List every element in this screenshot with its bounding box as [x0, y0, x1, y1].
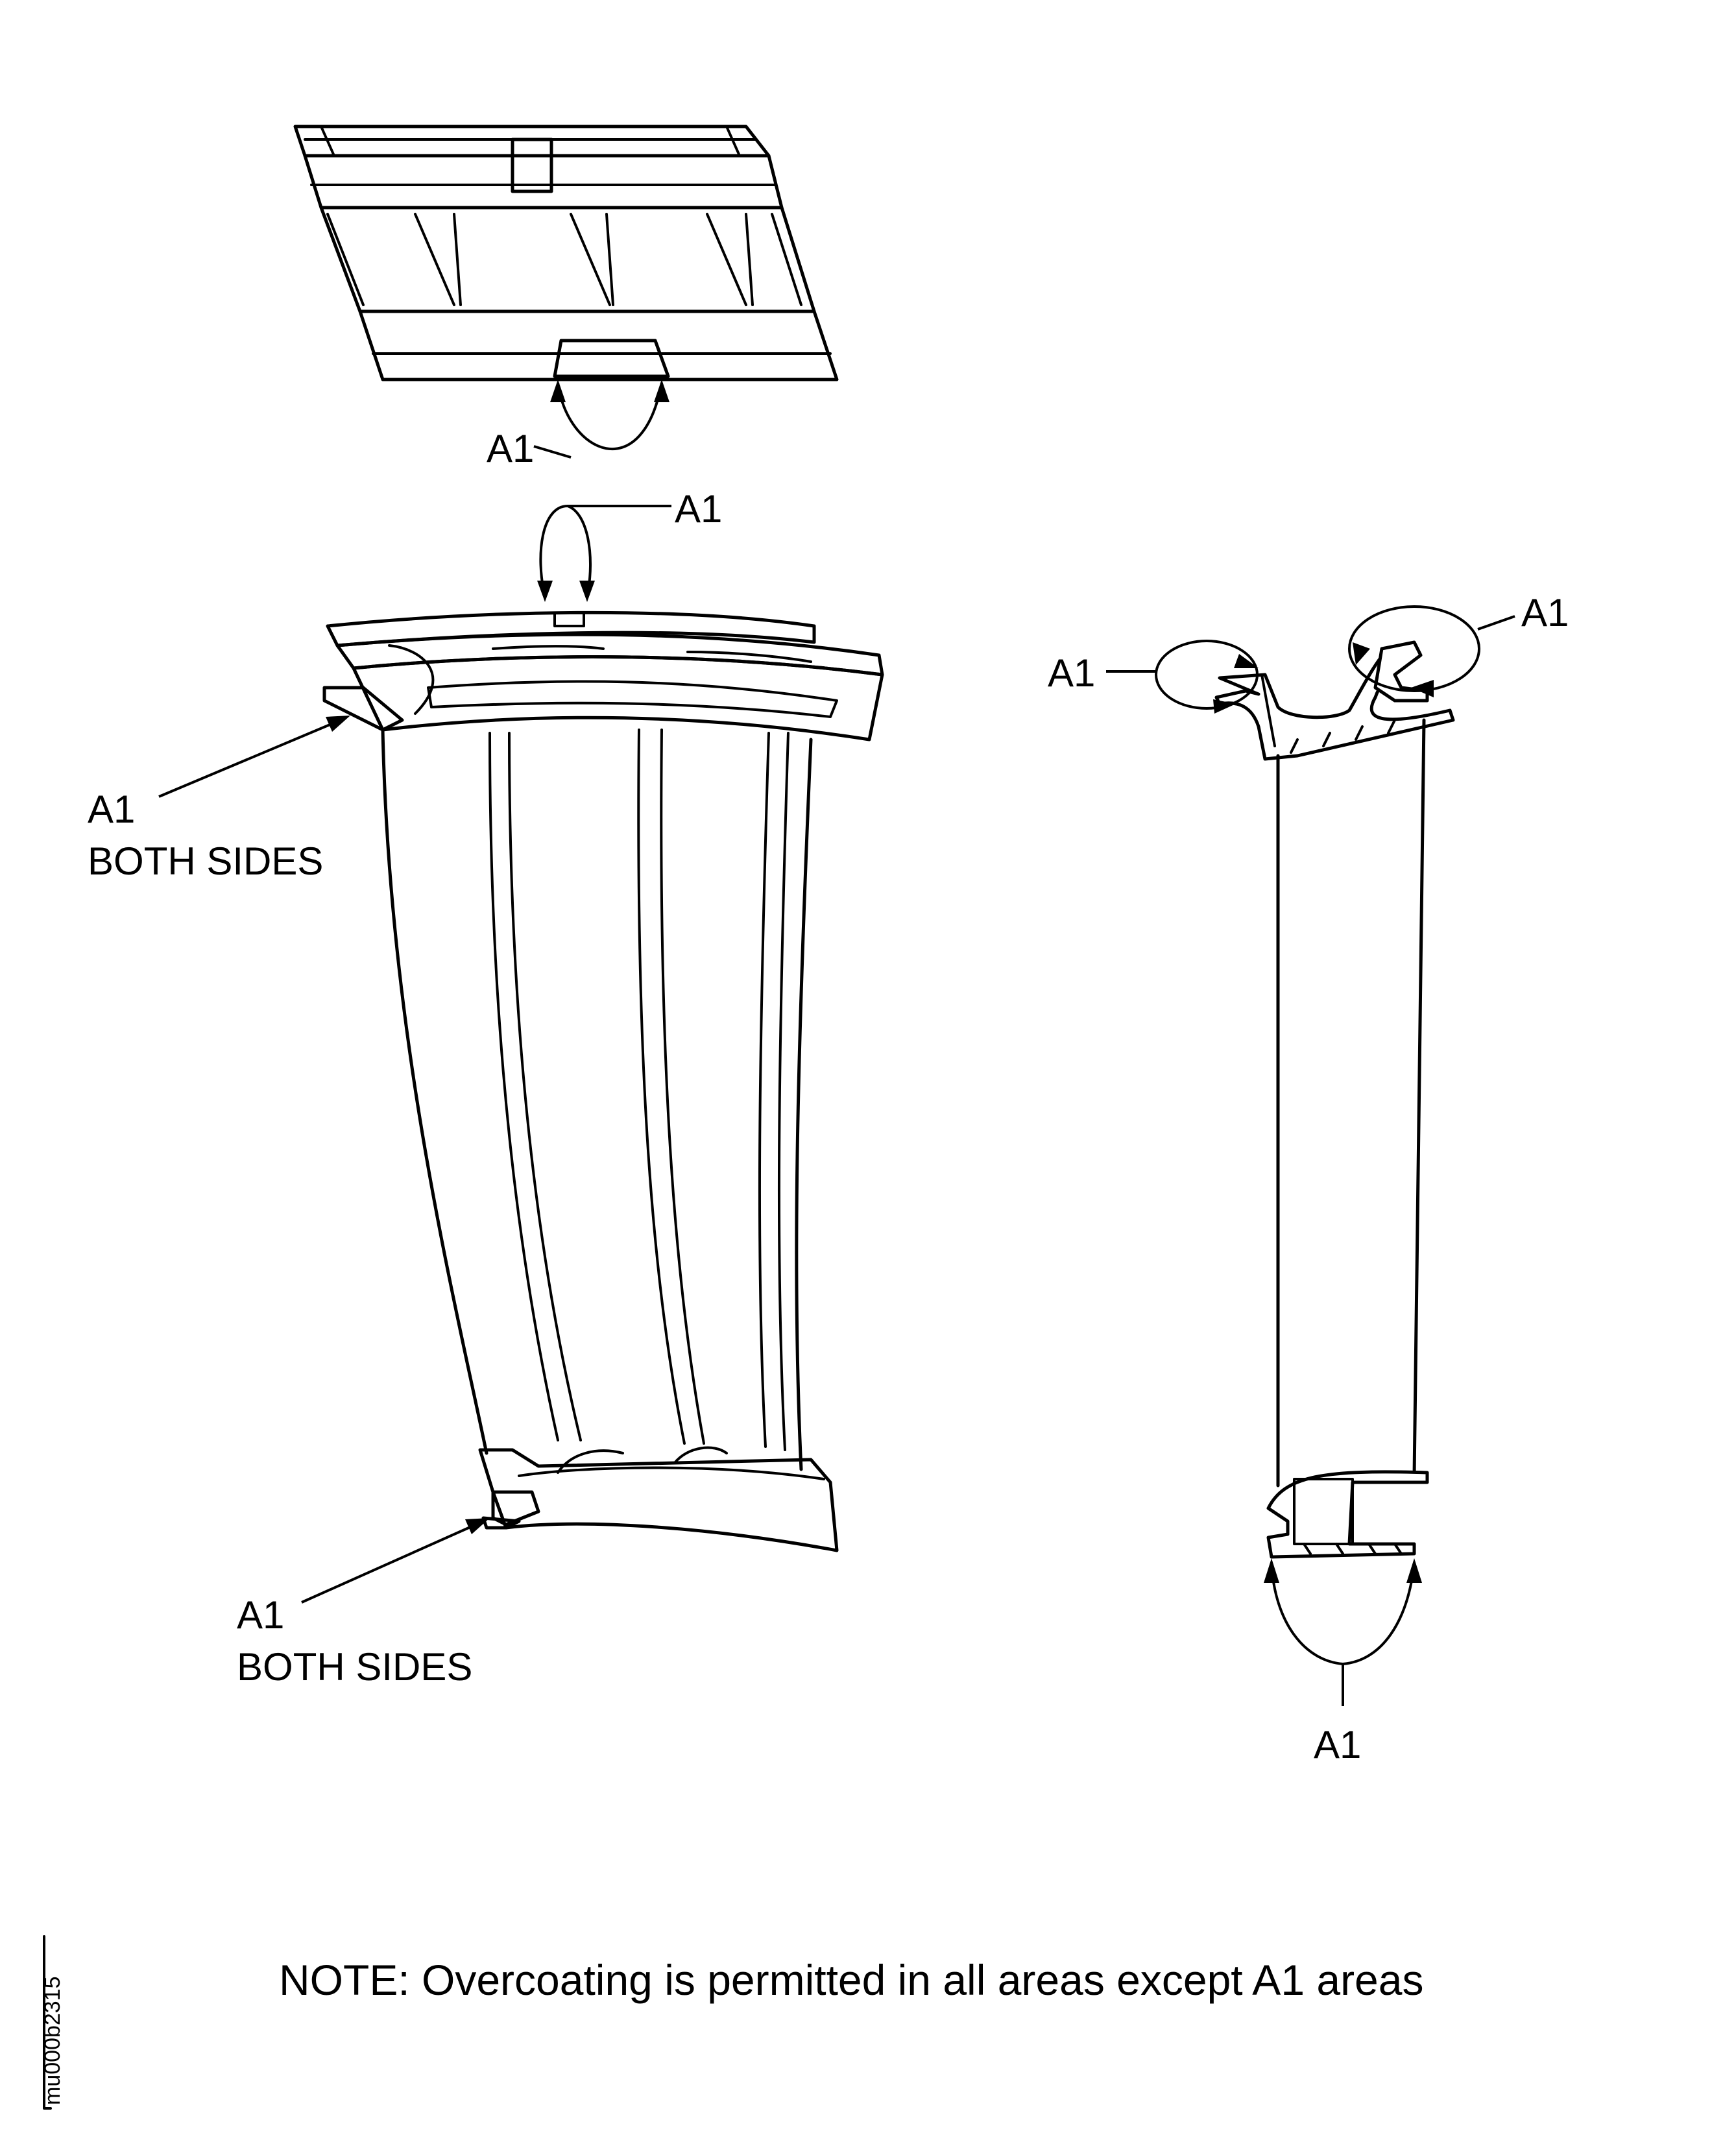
drawing-stroke [537, 581, 553, 602]
drawing-stroke [533, 445, 572, 459]
drawing-stroke [488, 732, 559, 1441]
callout-a1-platform-note: BOTH SIDES [88, 839, 323, 883]
drawing-stroke [414, 213, 455, 306]
callout-a1-section-left-label: A1 [1048, 651, 1095, 695]
drawing-stroke [557, 1446, 728, 1474]
drawing-stroke [1266, 1470, 1429, 1559]
drawing-stroke [1412, 718, 1426, 1478]
callout-a1-root-label: A1 [237, 1593, 284, 1637]
drawing-stroke [1373, 640, 1429, 703]
callout-a1-root-note: BOTH SIDES [237, 1645, 472, 1689]
drawing-stroke [1303, 1543, 1403, 1555]
callout-a1-top-label: A1 [487, 427, 534, 470]
callout-a1-platform: A1 BOTH SIDES [88, 716, 350, 883]
drawing-stroke [1155, 640, 1259, 710]
drawing-stroke [1260, 673, 1396, 754]
drawing-stroke [465, 1518, 490, 1534]
callout-a1-top: A1 [487, 380, 669, 470]
drawing-stroke [1477, 615, 1515, 631]
drawing-stroke [654, 380, 669, 402]
drawing-stroke [381, 728, 488, 1455]
drawing-stroke [777, 732, 790, 1451]
callout-a1-section-left: A1 [1048, 640, 1259, 714]
drawing-stroke [301, 1520, 484, 1604]
callout-a1-section-bottom-label: A1 [1314, 1723, 1361, 1766]
drawing-stroke [511, 138, 553, 193]
drawing-stroke [758, 732, 770, 1448]
turbine-blade: A1 [322, 487, 884, 1552]
drawing-stroke [550, 380, 566, 402]
drawing-stroke [478, 1448, 839, 1552]
drawing-stroke [492, 645, 812, 663]
drawing-stroke [579, 581, 595, 602]
drawing-stroke [352, 655, 884, 741]
drawing-stroke [1213, 699, 1236, 714]
drawing-stroke [795, 738, 813, 1471]
callout-a1-section-bottom: A1 [1264, 1558, 1422, 1766]
drawing-stroke [491, 1490, 540, 1526]
drawing-stroke [1234, 654, 1259, 668]
drawing-stroke [605, 213, 614, 306]
top-shroud-segment [293, 125, 839, 381]
callout-a1-tip-label: A1 [675, 487, 722, 531]
drawing-stroke [303, 154, 784, 210]
drawing-stroke [1293, 1478, 1354, 1545]
drawing-stroke [1264, 1558, 1279, 1583]
overcoating-note: NOTE: Overcoating is permitted in all ar… [279, 1956, 1423, 2004]
drawing-stroke [320, 125, 335, 157]
callout-a1-section-right: A1 [1348, 591, 1569, 697]
drawing-stroke [508, 732, 582, 1441]
drawing-stroke [481, 1516, 521, 1530]
drawing-stroke [1353, 642, 1370, 665]
drawing-stroke [553, 339, 670, 378]
drawing-stroke [706, 213, 747, 306]
drawing-stroke [518, 1466, 825, 1480]
drawing-stroke [745, 213, 754, 306]
drawing-stroke [557, 382, 663, 451]
drawing-stroke [158, 717, 344, 798]
drawing-stroke [1411, 680, 1434, 697]
blade-section-view [1214, 640, 1455, 1559]
drawing-stroke [319, 206, 816, 313]
drawing-stroke [771, 213, 802, 306]
callout-a1-section-right-label: A1 [1521, 591, 1569, 634]
drawing-stroke [539, 505, 671, 597]
figure-id-bracket [43, 1935, 52, 2110]
drawing-stroke [453, 213, 462, 306]
drawing-stroke [1406, 1558, 1422, 1583]
drawing-stroke [660, 729, 705, 1445]
drawing-stroke [326, 213, 365, 306]
drawing-stroke [725, 125, 741, 157]
drawing-stroke [1270, 1563, 1416, 1666]
drawing-stroke [388, 644, 435, 715]
figure-id: mu000b2315 [40, 1976, 65, 2105]
drawing-stroke [427, 680, 838, 718]
drawing-stroke [322, 686, 404, 732]
drawing-stroke [1348, 605, 1480, 692]
drawing-stroke [326, 716, 350, 732]
callout-a1-root: A1 BOTH SIDES [237, 1518, 490, 1689]
drawing-stroke [637, 729, 686, 1445]
callout-a1-platform-label: A1 [88, 788, 135, 831]
drawing-stroke [358, 309, 839, 381]
drawing-stroke [570, 213, 611, 306]
drawing-stroke [553, 612, 585, 627]
